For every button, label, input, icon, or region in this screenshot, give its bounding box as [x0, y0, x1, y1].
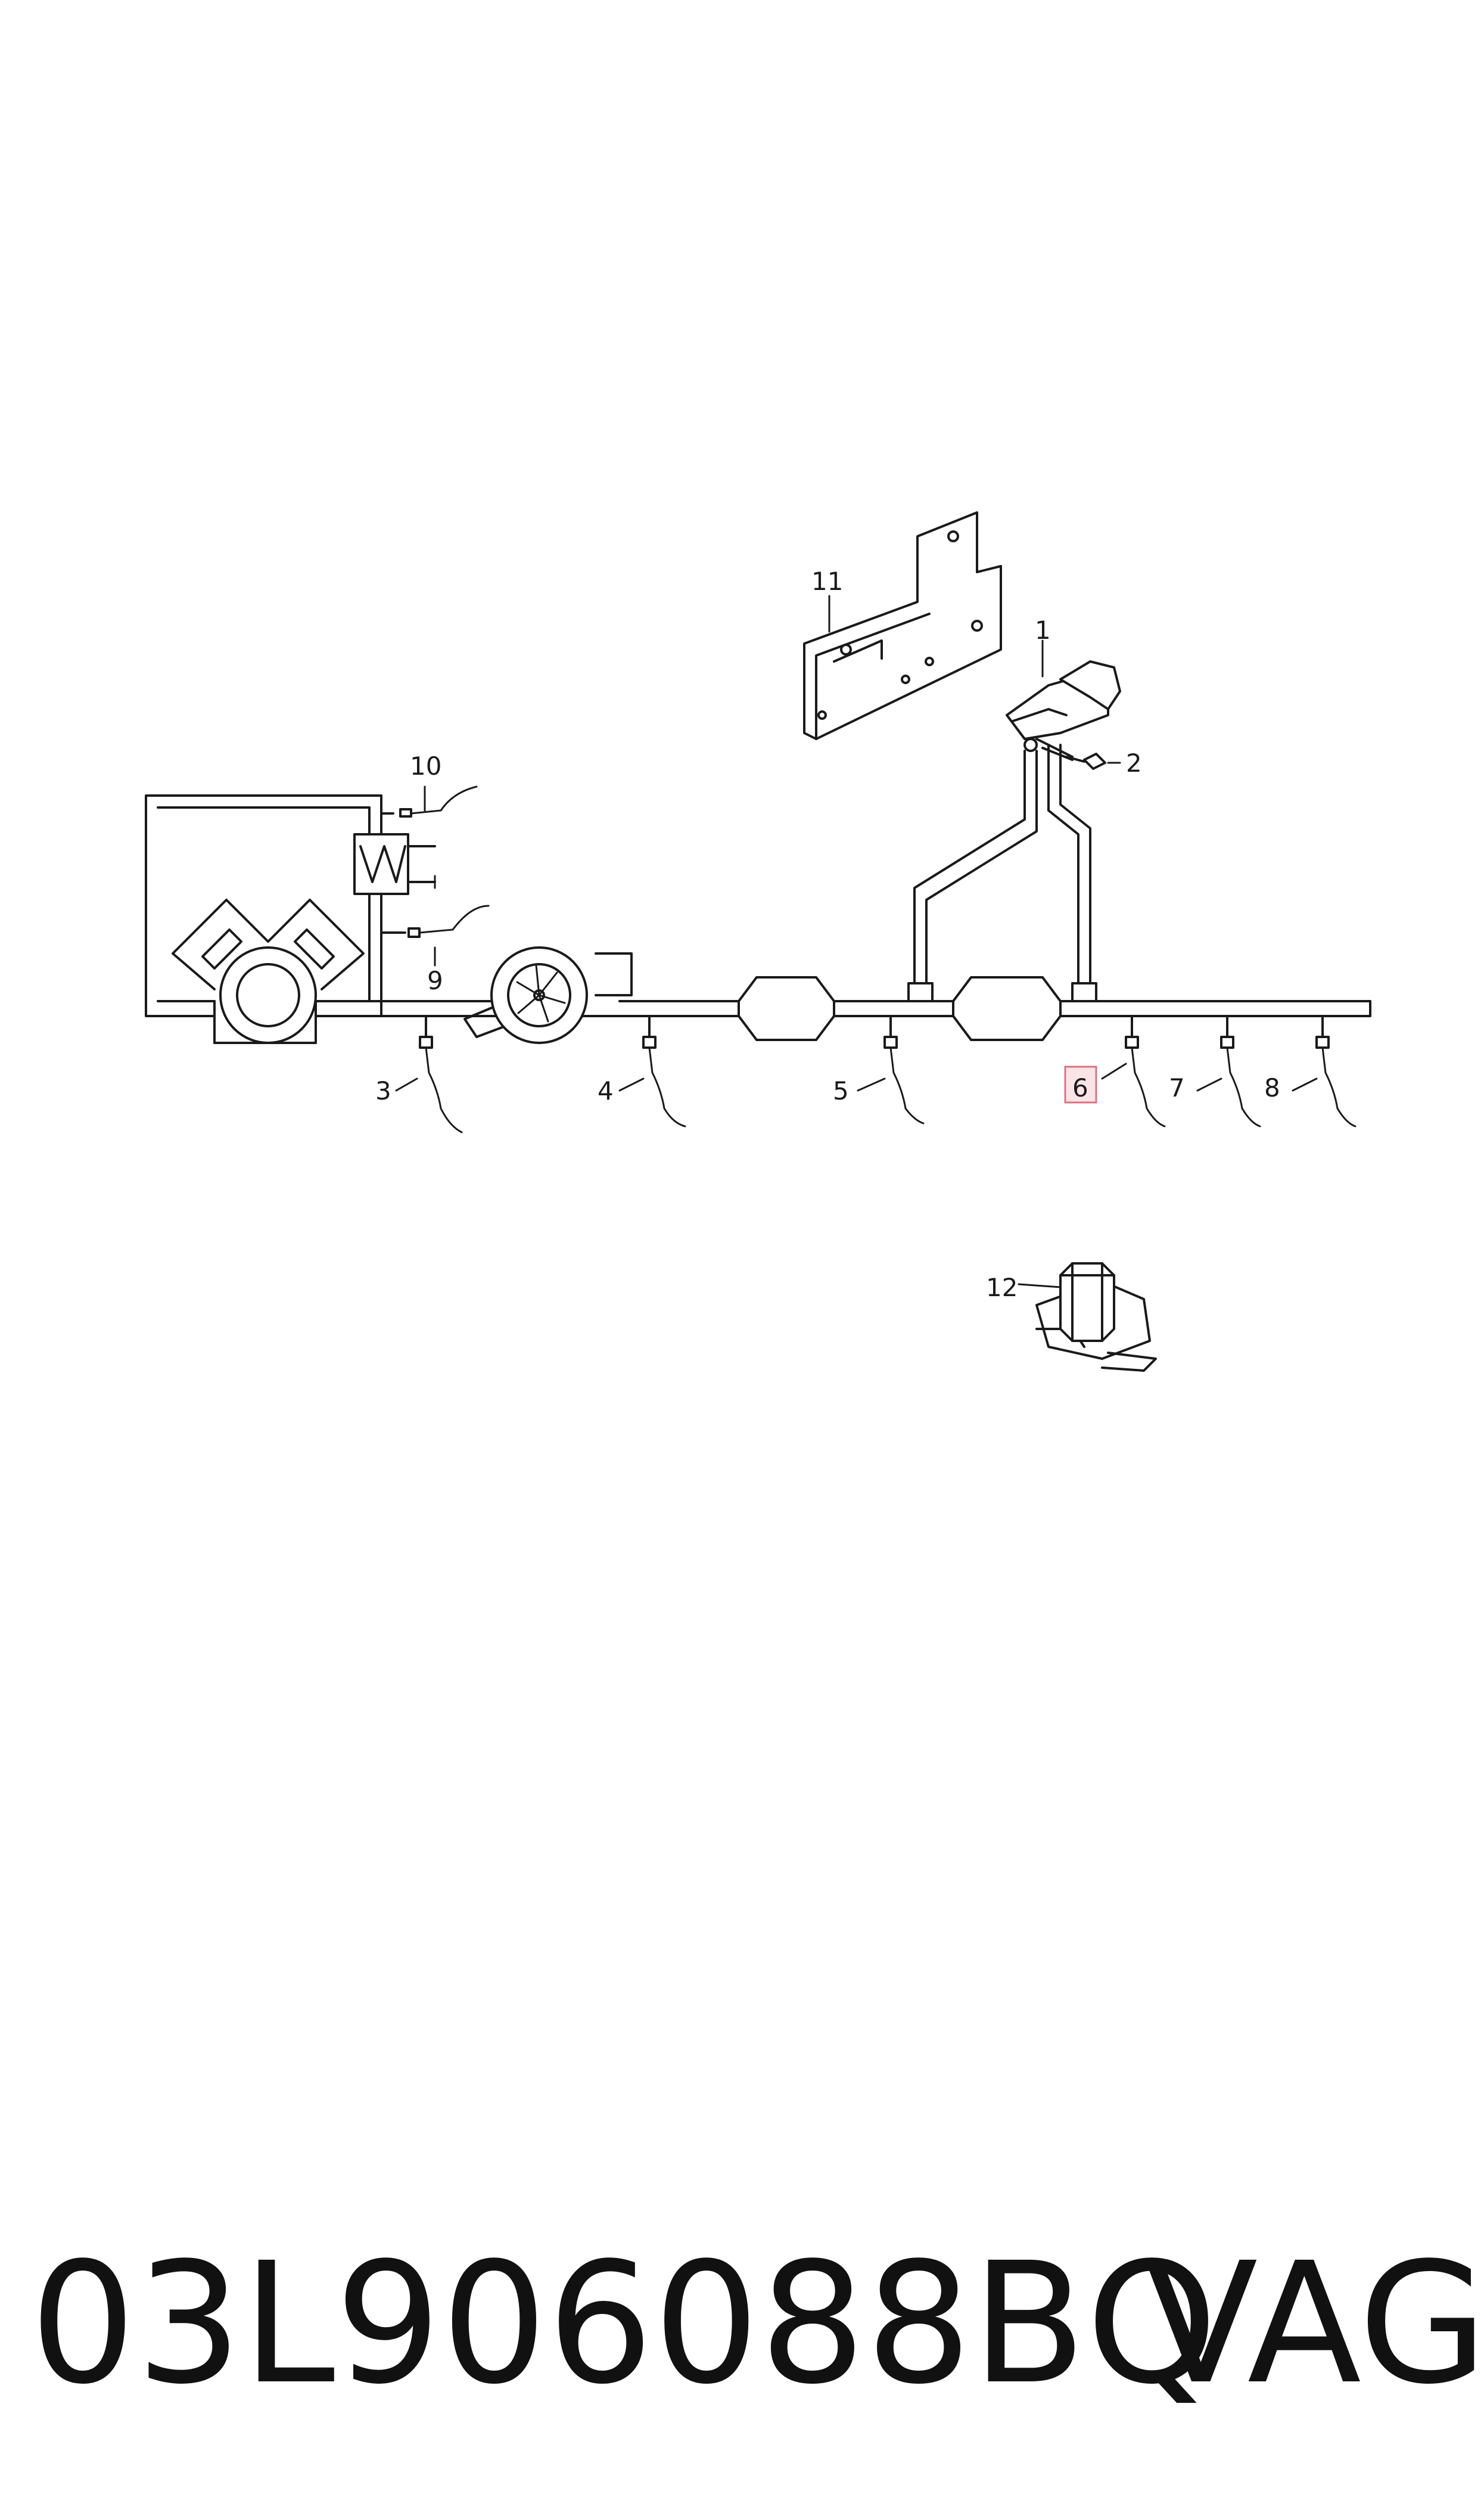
callout-8[interactable]: 8 [1264, 1073, 1280, 1102]
engine-block [145, 794, 382, 1044]
pressure-sensor [1006, 660, 1121, 770]
parts-diagram: 1 2 3 4 5 6 7 8 9 10 11 12 [145, 511, 1371, 1372]
brand-label: VAG [1144, 2227, 1484, 2421]
clip-nut [1035, 1262, 1157, 1372]
callout-6[interactable]: 6 [1072, 1073, 1088, 1102]
callout-1[interactable]: 1 [1035, 616, 1051, 645]
callout-10[interactable]: 10 [410, 751, 441, 781]
part-number: 03L906088BQ [30, 2227, 1218, 2421]
callout-7[interactable]: 7 [1169, 1073, 1185, 1102]
callout-11[interactable]: 11 [811, 567, 843, 596]
callout-5[interactable]: 5 [833, 1076, 849, 1105]
callout-9[interactable]: 9 [427, 966, 443, 995]
intercooler [353, 785, 490, 1002]
exhaust-pipe [315, 1000, 1371, 1017]
callout-4[interactable]: 4 [598, 1076, 614, 1105]
temperature-sensors [419, 1015, 1357, 1133]
callout-2[interactable]: 2 [1126, 748, 1142, 778]
pressure-pipes [907, 744, 1097, 1002]
callout-12[interactable]: 12 [986, 1273, 1018, 1302]
callouts: 1 2 3 4 5 6 7 8 9 10 11 12 [375, 567, 1280, 1302]
leader-lines [395, 595, 1318, 1288]
bracket [803, 511, 1002, 740]
callout-6-highlight [1064, 1066, 1097, 1104]
catalytic-converters [738, 976, 1062, 1041]
callout-3[interactable]: 3 [375, 1076, 391, 1105]
turbocharger [463, 946, 633, 1044]
